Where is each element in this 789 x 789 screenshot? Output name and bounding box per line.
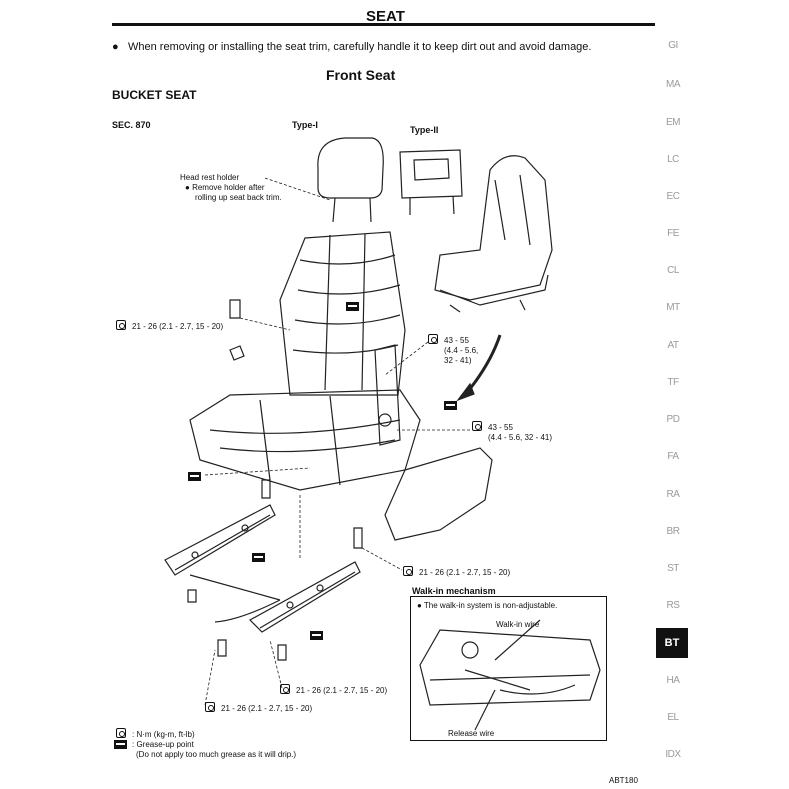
torque-icon <box>472 421 482 431</box>
torque-icon <box>116 728 126 738</box>
torque-spec-a: 21 - 26 (2.1 - 2.7, 15 - 20) <box>132 322 224 331</box>
side-tab-pd[interactable]: PD <box>666 414 680 425</box>
legend-grease-note: (Do not apply too much grease as it will… <box>136 750 297 759</box>
side-tab-tf[interactable]: TF <box>667 377 679 388</box>
side-tab-ra[interactable]: RA <box>666 489 680 500</box>
headrest-note-line1: ● Remove holder after <box>185 183 265 192</box>
bullet-dot: ● <box>417 601 424 610</box>
walk-in-detail-art <box>419 629 601 706</box>
seat-rail-left <box>164 504 276 576</box>
torque-icon <box>403 566 413 576</box>
release-wire-label: Release wire <box>448 729 495 738</box>
legend-torque-units: : N·m (kg-m, ft-lb) <box>132 730 195 739</box>
bullet-dot: ● <box>112 41 119 53</box>
side-tab-idx[interactable]: IDX <box>665 749 681 760</box>
intro-text: When removing or installing the seat tri… <box>128 41 592 53</box>
section-heading: Front Seat <box>326 67 396 83</box>
grease-point-icon <box>114 740 127 749</box>
bullet-dot: ● <box>185 183 193 192</box>
side-tab-mt[interactable]: MT <box>666 302 680 313</box>
headrest-note-line2: rolling up seat back trim. <box>195 193 282 202</box>
grease-point-icon <box>252 553 265 562</box>
side-tab-ma[interactable]: MA <box>666 79 681 90</box>
side-tab-cl[interactable]: CL <box>667 265 679 276</box>
torque-icon <box>116 320 126 330</box>
walk-in-note-text: The walk-in system is non-adjustable. <box>423 601 558 610</box>
torque-icon <box>205 702 215 712</box>
page-title: SEAT <box>366 8 405 25</box>
side-tab-ha[interactable]: HA <box>666 675 680 686</box>
seat-cushion-frame <box>189 389 421 491</box>
side-tab-em[interactable]: EM <box>666 117 681 128</box>
headrest-type1 <box>317 137 384 199</box>
torque-spec-e: 21 - 26 (2.1 - 2.7, 15 - 20) <box>296 686 388 695</box>
torque-icon <box>280 684 290 694</box>
headrest-note-text-1: Remove holder after <box>192 183 265 192</box>
side-tab-bt-active[interactable]: BT <box>656 628 688 658</box>
grease-point-icon <box>444 401 457 410</box>
intro-bullet: ● When removing or installing the seat tr… <box>112 41 591 53</box>
side-tab-fe[interactable]: FE <box>667 228 679 239</box>
type-ii-label: Type-II <box>410 125 439 135</box>
torque-spec-c-line1: 43 - 55 <box>488 423 513 432</box>
section-subheading: BUCKET SEAT <box>112 88 197 102</box>
side-tab-br[interactable]: BR <box>666 526 680 537</box>
grease-point-icon <box>346 302 359 311</box>
seat-back-frame <box>279 231 406 396</box>
walk-in-wire-label: Walk-in wire <box>496 620 540 629</box>
type-i-label: Type-I <box>292 120 318 130</box>
walk-in-note: ● The walk-in system is non-adjustable. <box>417 601 557 610</box>
torque-spec-b-line1: 43 - 55 <box>444 336 469 345</box>
walk-in-detail-box <box>410 596 607 741</box>
side-tab-fa[interactable]: FA <box>667 451 679 462</box>
torque-icon <box>428 334 438 344</box>
torque-spec-b-line2: (4.4 - 5.6, <box>444 346 479 355</box>
side-tab-el[interactable]: EL <box>667 712 679 723</box>
seat-rail-right <box>249 561 361 633</box>
headrest-type2 <box>399 149 463 199</box>
grease-point-icon <box>188 472 201 481</box>
side-tab-ec[interactable]: EC <box>666 191 680 202</box>
legend-grease: : Grease-up point <box>132 740 194 749</box>
torque-spec-c-line2: (4.4 - 5.6, 32 - 41) <box>488 433 553 442</box>
side-tab-lc[interactable]: LC <box>667 154 679 165</box>
side-tab-at[interactable]: AT <box>667 340 679 351</box>
side-bracket <box>384 447 493 541</box>
complete-seat-view <box>434 155 553 301</box>
figure-code: ABT180 <box>609 776 638 785</box>
walk-in-title: Walk-in mechanism <box>412 586 496 596</box>
torque-spec-f: 21 - 26 (2.1 - 2.7, 15 - 20) <box>221 704 313 713</box>
grease-point-icon <box>310 631 323 640</box>
section-number: SEC. 870 <box>112 120 151 130</box>
side-tab-gi[interactable]: GI <box>668 40 678 51</box>
torque-spec-d: 21 - 26 (2.1 - 2.7, 15 - 20) <box>419 568 511 577</box>
side-tab-st[interactable]: ST <box>667 563 679 574</box>
header-rule <box>112 23 655 26</box>
side-tab-rs[interactable]: RS <box>666 600 680 611</box>
torque-spec-b-line3: 32 - 41) <box>444 356 472 365</box>
headrest-holder-label: Head rest holder <box>180 173 240 182</box>
